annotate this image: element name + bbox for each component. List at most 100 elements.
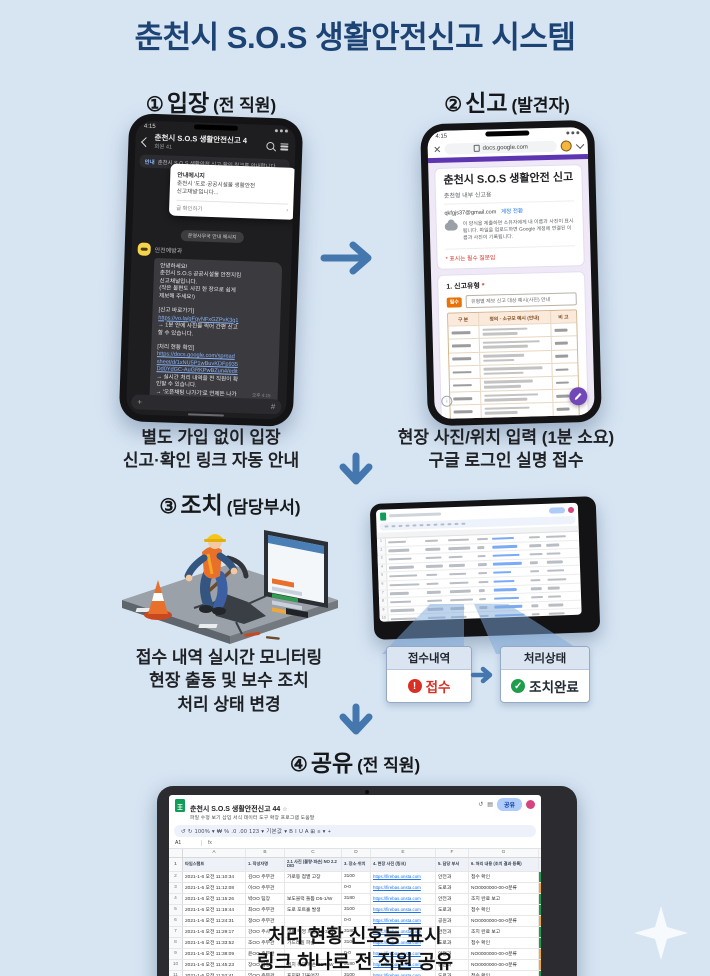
form-table-cell-desc bbox=[478, 350, 551, 365]
search-icon[interactable] bbox=[266, 141, 275, 151]
sheet-cell: 도로과 bbox=[436, 904, 469, 915]
form-table-cell-note bbox=[550, 349, 578, 363]
arrow-step3-to-step4 bbox=[339, 703, 373, 735]
column-header-D[interactable]: D bbox=[342, 848, 371, 857]
text-placeholder bbox=[529, 578, 541, 582]
form-table-cell-desc bbox=[478, 337, 551, 352]
sheet-cell: 2021-1-6 오전 11:12:08 bbox=[183, 882, 246, 893]
sheet-letters-row: ABCDEFGH bbox=[169, 848, 541, 858]
tablet-share-button[interactable] bbox=[548, 506, 566, 514]
sheet-cell: 벤치 목재 파손 B1-2/W bbox=[285, 959, 342, 970]
close-icon[interactable] bbox=[434, 146, 441, 153]
text-placeholder bbox=[546, 552, 561, 556]
row-number: 2 bbox=[169, 871, 183, 882]
photo-link-cell[interactable]: https://firebas.onsta.com bbox=[371, 871, 436, 882]
tablet-cell bbox=[423, 539, 446, 543]
column-header-H[interactable]: H bbox=[539, 849, 541, 857]
text-placeholder bbox=[546, 560, 563, 564]
required-note: * 표시는 필수 질문임 bbox=[445, 245, 576, 263]
browser-avatar[interactable] bbox=[560, 140, 572, 152]
star-icon[interactable]: ☆ bbox=[282, 807, 288, 813]
message-input[interactable] bbox=[147, 402, 266, 406]
required-asterisk: * bbox=[481, 282, 485, 290]
tablet-cell bbox=[545, 560, 570, 564]
form-table-cell-type bbox=[449, 352, 479, 365]
text-placeholder bbox=[529, 570, 540, 573]
photo-link-cell[interactable]: https://firebas.onsta.com bbox=[371, 926, 436, 937]
form-table-header-text: 비 고 bbox=[558, 315, 569, 321]
tablet-cell bbox=[424, 582, 447, 586]
text-placeholder bbox=[425, 582, 439, 586]
photo-link-cell[interactable]: https://firebas.onsta.com bbox=[371, 882, 436, 893]
step4-number: ④ bbox=[289, 754, 308, 776]
history-icon[interactable]: ↺ bbox=[478, 802, 484, 808]
receipt-status-card: 접수내역 ! 접수 bbox=[386, 646, 472, 703]
tablet-cell bbox=[491, 579, 528, 583]
status-badge: 접수 bbox=[539, 915, 541, 926]
photo-link-cell[interactable]: https://firebas.onsta.com bbox=[371, 904, 436, 915]
arrow-step1-to-step2 bbox=[320, 241, 372, 275]
step3-caption: 접수 내역 실시간 모니터링 현장 출동 및 보수 조치 처리 상태 변경 bbox=[135, 648, 323, 714]
sparkle-decoration bbox=[634, 906, 688, 960]
tablet-cell bbox=[475, 546, 490, 549]
column-header-B[interactable]: B bbox=[246, 848, 285, 857]
photo-link-cell[interactable]: https://firebas.onsta.com bbox=[371, 970, 436, 976]
tools-icon bbox=[244, 631, 280, 640]
tablet-row-number: 4 bbox=[377, 564, 388, 573]
notice-popup-link[interactable]: 글 확인하기 bbox=[176, 205, 203, 213]
back-icon[interactable] bbox=[140, 136, 151, 147]
sheet-cell: 가로등 점멸 고장 bbox=[285, 871, 342, 882]
camera-dot bbox=[365, 790, 369, 794]
text-placeholder bbox=[554, 341, 569, 345]
edit-fab-button[interactable] bbox=[569, 387, 588, 406]
column-header-C[interactable]: C bbox=[285, 848, 342, 857]
tablet-cell bbox=[527, 544, 544, 548]
sheet-corner-cell[interactable] bbox=[169, 848, 183, 857]
sheet-titlebar: 춘천시 S.O.S 생활안전신고 44☆ 파일 수정 보기 삽입 서식 데이터 … bbox=[169, 795, 541, 823]
avatar[interactable] bbox=[137, 242, 151, 256]
tablet-cell bbox=[545, 569, 570, 573]
text-placeholder bbox=[556, 407, 570, 411]
sheet-menubar[interactable]: 파일 수정 보기 삽입 서식 데이터 도구 확장 프로그램 도움말 bbox=[190, 816, 315, 822]
menu-icon[interactable] bbox=[280, 142, 289, 151]
tablet-cell bbox=[491, 570, 528, 575]
column-header-E[interactable]: E bbox=[371, 848, 436, 857]
text-placeholder bbox=[425, 556, 442, 560]
text-placeholder bbox=[528, 535, 540, 539]
column-header-F[interactable]: F bbox=[436, 848, 469, 857]
url-bar[interactable]: docs.google.com bbox=[444, 140, 557, 155]
form-table-cell-note bbox=[550, 363, 578, 376]
share-button[interactable]: 공유 bbox=[496, 798, 522, 811]
row-number: 3 bbox=[169, 882, 183, 893]
photo-link-cell[interactable]: https://firebas.onsta.com bbox=[371, 937, 436, 948]
column-header-A[interactable]: A bbox=[183, 848, 246, 857]
plus-icon[interactable]: + bbox=[137, 397, 143, 407]
status-badge: 조치완료 bbox=[539, 871, 541, 882]
sheet-cell: 0-0 bbox=[342, 882, 371, 893]
photo-link-cell[interactable]: https://firebas.onsta.com bbox=[371, 959, 436, 970]
sheet-avatar[interactable] bbox=[526, 800, 535, 809]
photo-link-cell[interactable]: https://firebas.onsta.com bbox=[371, 948, 436, 959]
comment-icon[interactable]: ▤ bbox=[487, 802, 493, 808]
sheet-header-cell: 6. 처리 내용 (조치 결과 등록) bbox=[469, 857, 539, 871]
photo-link-cell[interactable]: https://firebas.onsta.com bbox=[371, 915, 436, 926]
form-subtitle: 춘천형 내부 신고용 bbox=[443, 187, 575, 205]
switch-account-link[interactable]: 계정 전환 bbox=[500, 208, 524, 216]
photo-link-cell[interactable]: https://firebas.onsta.com bbox=[371, 893, 436, 904]
sheet-toolbar[interactable]: ↺ ↻ 100% ▾ ₩ % .0 .00 123 ▾ 기본값 ▾ B I U … bbox=[174, 824, 536, 837]
form-table-cell-note bbox=[550, 336, 578, 350]
chevron-down-icon[interactable] bbox=[575, 139, 585, 149]
phone2-form-mockup: 4:15 docs.google.com 춘천시 S.O.S 생활안전 신고 춘… bbox=[420, 119, 602, 427]
text-placeholder bbox=[483, 358, 515, 363]
formula-bar[interactable]: A1 fx bbox=[169, 839, 541, 849]
column-header-G[interactable]: G bbox=[469, 848, 539, 857]
text-placeholder bbox=[547, 586, 560, 590]
form-table-cell-type bbox=[449, 339, 479, 352]
status-badge: 조치완료 bbox=[539, 926, 541, 937]
text-placeholder bbox=[388, 574, 417, 578]
status-badge: 접수 bbox=[539, 948, 541, 959]
hash-icon[interactable]: # bbox=[270, 402, 276, 412]
